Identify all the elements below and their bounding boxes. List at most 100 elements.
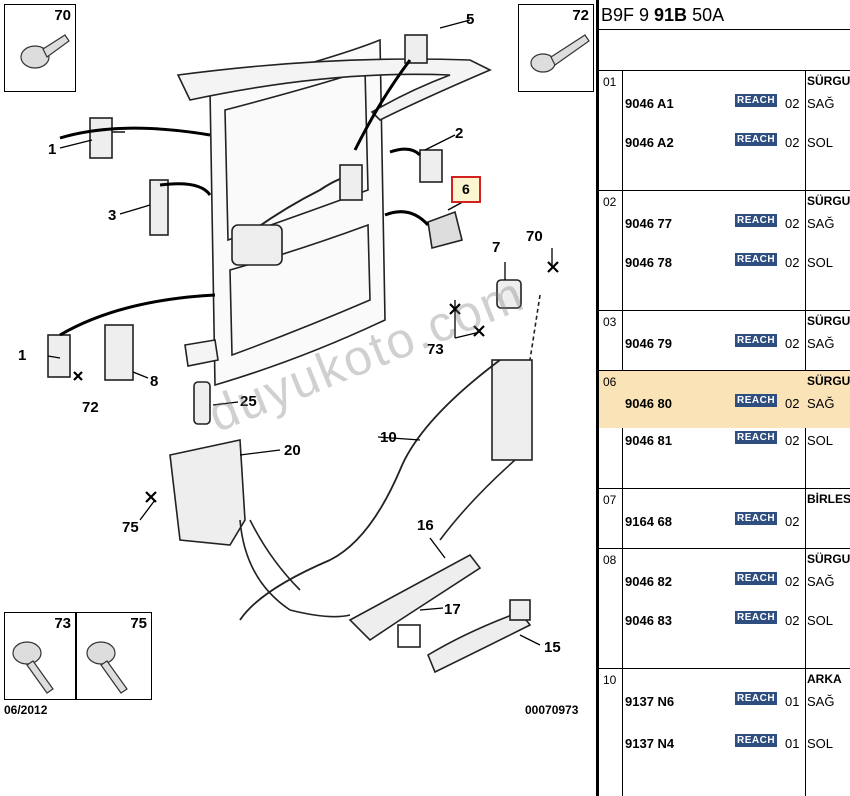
part-qty: 02: [785, 255, 800, 270]
top-rail: [176, 58, 492, 121]
group-10[interactable]: 10 ARKA 9137 N6 REACH 01 SAĞ 9137 N4 REA…: [599, 668, 850, 796]
reach-badge: REACH: [735, 692, 778, 705]
callout-8: 8: [150, 373, 159, 390]
screw-box-70-label: 70: [54, 7, 71, 24]
part-row[interactable]: 9046 A1 REACH 02 SAĞ: [599, 93, 850, 115]
callout-1-bottom: 1: [18, 347, 27, 364]
callout-25: 25: [240, 393, 257, 410]
callout-3: 3: [108, 207, 117, 224]
group-num: 06: [603, 375, 617, 389]
group-num: 02: [603, 195, 617, 209]
part-qty: 01: [785, 736, 800, 751]
part-qty: 02: [785, 96, 800, 111]
part-row[interactable]: 9046 79 REACH 02 SAĞ: [599, 333, 850, 355]
callout-5: 5: [466, 11, 475, 28]
part-qty: 02: [785, 574, 800, 589]
header-bold: 91B: [654, 5, 688, 25]
part-qty: 02: [785, 396, 800, 411]
part-ref: 9046 A2: [625, 135, 674, 150]
group-08[interactable]: 08 SÜRGU 9046 82 REACH 02 SAĞ 9046 83 RE…: [599, 548, 850, 668]
part-row-selected[interactable]: 9046 80 REACH 02 SAĞ: [599, 393, 850, 415]
screw-box-73: 73: [4, 612, 76, 700]
part-6-guide: [427, 210, 463, 250]
part-row[interactable]: 9046 82 REACH 02 SAĞ: [599, 571, 850, 593]
part-row[interactable]: 9164 68 REACH 02: [599, 511, 850, 533]
group-01[interactable]: 01 SÜRGU 9046 A1 REACH 02 SAĞ 9046 A2 RE…: [599, 70, 850, 190]
group-07[interactable]: 07 BİRLES 9164 68 REACH 02: [599, 488, 850, 548]
part-20-lock: [169, 439, 246, 546]
group-num: 03: [603, 315, 617, 329]
panel-divider: [596, 0, 599, 796]
part-qty: 02: [785, 514, 800, 529]
reach-badge: REACH: [735, 253, 778, 266]
screw-box-75-label: 75: [130, 615, 147, 632]
screw-box-72: 72: [518, 4, 594, 92]
part-row[interactable]: 9137 N4 REACH 01 SOL: [599, 733, 850, 755]
part-row[interactable]: 9046 77 REACH 02 SAĞ: [599, 213, 850, 235]
part-side: SOL: [807, 613, 834, 628]
callout-72-left: 72: [82, 399, 99, 416]
part-row[interactable]: 9046 83 REACH 02 SOL: [599, 610, 850, 632]
col-divider-2: [805, 70, 806, 796]
part-side: SOL: [807, 736, 834, 751]
group-num: 10: [603, 673, 617, 687]
reach-badge: REACH: [735, 214, 778, 227]
reach-badge: REACH: [735, 431, 778, 444]
part-15-handle: [426, 611, 532, 674]
reach-badge: REACH: [735, 572, 778, 585]
part-ref: 9046 81: [625, 433, 672, 448]
screw-73-icon: [12, 641, 54, 694]
part-side: SAĞ: [807, 694, 835, 709]
header-prefix: B9F 9: [601, 5, 655, 25]
part-qty: 02: [785, 336, 800, 351]
part-ref: 9046 A1: [625, 96, 674, 111]
part-row[interactable]: 9137 N6 REACH 01 SAĞ: [599, 691, 850, 713]
part-side: SAĞ: [807, 336, 835, 351]
group-03[interactable]: 03 SÜRGU 9046 79 REACH 02 SAĞ: [599, 310, 850, 370]
part-side: SAĞ: [807, 96, 835, 111]
part-qty: 02: [785, 613, 800, 628]
part-qty: 02: [785, 216, 800, 231]
callout-75: 75: [122, 519, 139, 536]
callout-15: 15: [544, 639, 561, 656]
diagram-code: 00070973: [525, 703, 579, 717]
part-row[interactable]: 9046 A2 REACH 02 SOL: [599, 132, 850, 154]
screw-72-icon: [530, 34, 590, 73]
part-row[interactable]: 9046 78 REACH 02 SOL: [599, 252, 850, 274]
panel-subheader: [599, 30, 850, 71]
reach-badge: REACH: [735, 394, 778, 407]
part-ref: 9137 N4: [625, 736, 675, 751]
part-side: SAĞ: [807, 396, 835, 411]
exploded-view-drawing: [47, 19, 559, 674]
part-qty: 02: [785, 135, 800, 150]
group-title: SÜRGU: [807, 314, 850, 328]
group-num: 08: [603, 553, 617, 567]
diagram-date: 06/2012: [4, 703, 48, 717]
part-qty: 02: [785, 433, 800, 448]
reach-badge: REACH: [735, 611, 778, 624]
callout-70-right: 70: [526, 228, 543, 245]
part-16-arm: [348, 553, 482, 642]
screw-box-72-label: 72: [572, 7, 589, 24]
part-side: SOL: [807, 255, 834, 270]
group-title: SÜRGU: [807, 74, 850, 88]
callout-73: 73: [427, 341, 444, 358]
reach-badge: REACH: [735, 94, 778, 107]
part-side: SOL: [807, 433, 834, 448]
callout-6-selected[interactable]: 6: [451, 176, 481, 203]
part-side: SOL: [807, 135, 834, 150]
group-02[interactable]: 02 SÜRGU 9046 77 REACH 02 SAĞ 9046 78 RE…: [599, 190, 850, 310]
group-06-cont[interactable]: 9046 81 REACH 02 SOL: [599, 428, 850, 488]
header-suffix: 50A: [687, 5, 725, 25]
part-ref: 9137 N6: [625, 694, 675, 709]
part-qty: 01: [785, 694, 800, 709]
part-ref: 9164 68: [625, 514, 672, 529]
parts-table: B9F 9 91B 50A 01 SÜRGU 9046 A1 REACH 02 …: [599, 0, 850, 796]
part-row[interactable]: 9046 81 REACH 02 SOL: [599, 430, 850, 452]
screw-75-icon: [86, 641, 128, 694]
reach-badge: REACH: [735, 334, 778, 347]
group-06-selected[interactable]: 06 SÜRGU 9046 80 REACH 02 SAĞ: [599, 370, 850, 428]
screw-70-icon: [20, 34, 70, 69]
part-ref: 9046 80: [625, 396, 672, 411]
callout-1-top: 1: [48, 141, 57, 158]
